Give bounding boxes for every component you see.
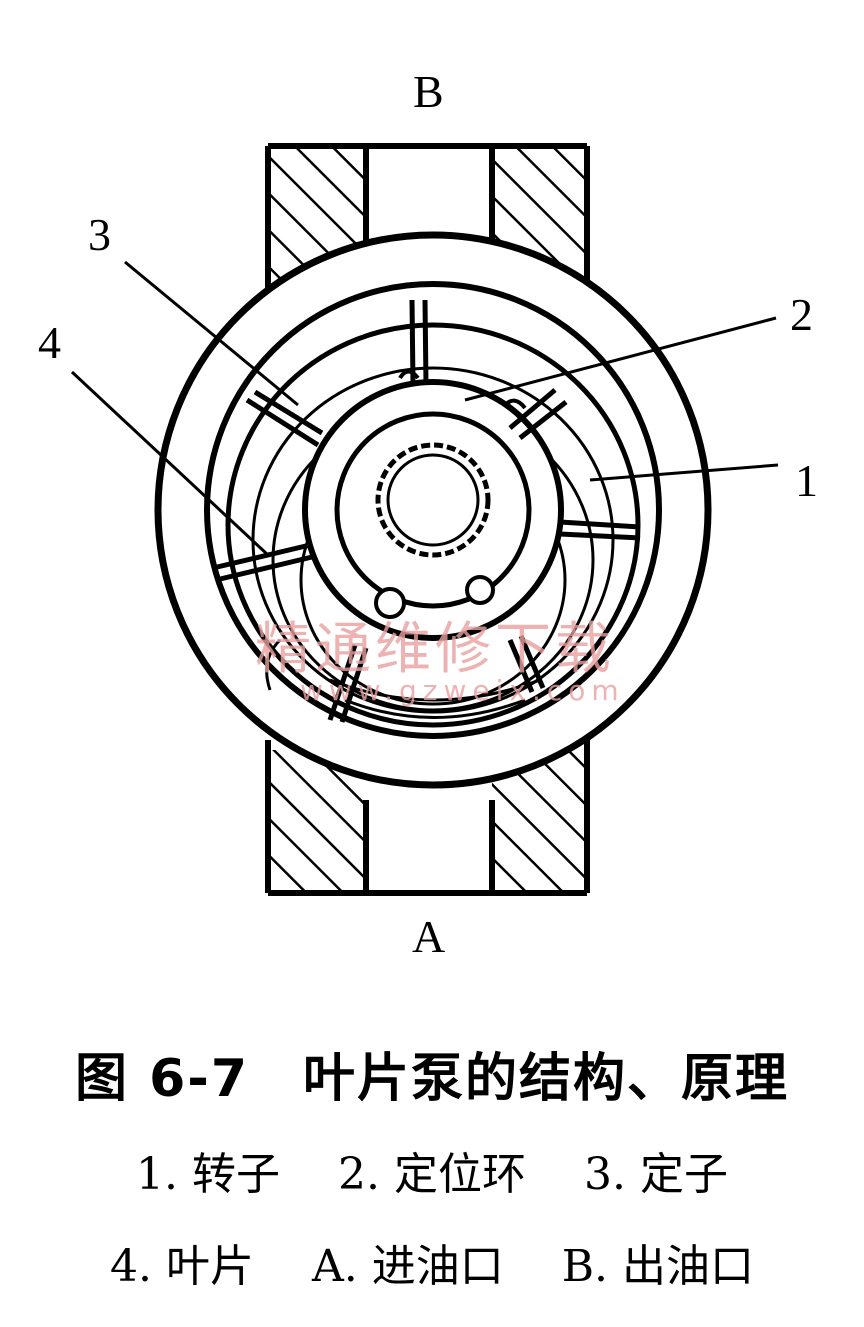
label-2: 2 xyxy=(790,289,813,340)
watermark-url: www.gzweix.com xyxy=(300,674,625,707)
leader-lines xyxy=(70,260,779,557)
legend-row-2: 4. 叶片 A. 进油口 B. 出油口 xyxy=(0,1230,864,1294)
legend-item-outlet: B. 出油口 xyxy=(561,1241,755,1292)
legend-item-vane: 4. 叶片 xyxy=(109,1241,254,1292)
legend-row-1: 1. 转子 2. 定位环 3. 定子 xyxy=(0,1138,864,1202)
locating-ring-notch xyxy=(398,369,527,410)
legend-item-stator: 3. 定子 xyxy=(583,1149,728,1200)
vanes xyxy=(212,299,641,723)
legend-item-rotor: 1. 转子 xyxy=(136,1149,281,1200)
inlet-chamber-arcs xyxy=(265,638,541,719)
rotor xyxy=(302,379,564,641)
label-1: 1 xyxy=(795,455,818,506)
label-a: A xyxy=(412,911,445,962)
outlet-port-housing xyxy=(265,143,590,316)
watermark-cn: 精通维修下载 xyxy=(255,617,615,682)
label-4: 4 xyxy=(38,317,61,368)
figure-caption-title: 图 6-7 叶片泵的结构、原理 xyxy=(74,1049,790,1109)
label-3: 3 xyxy=(88,209,111,260)
vane-pump-diagram: B A 3 4 2 1 精通维修下载 www.gzweix.com xyxy=(38,66,818,962)
label-b: B xyxy=(413,66,444,117)
legend-item-inlet: A. 进油口 xyxy=(311,1241,504,1292)
legend-item-locating-ring: 2. 定位环 xyxy=(338,1149,526,1200)
